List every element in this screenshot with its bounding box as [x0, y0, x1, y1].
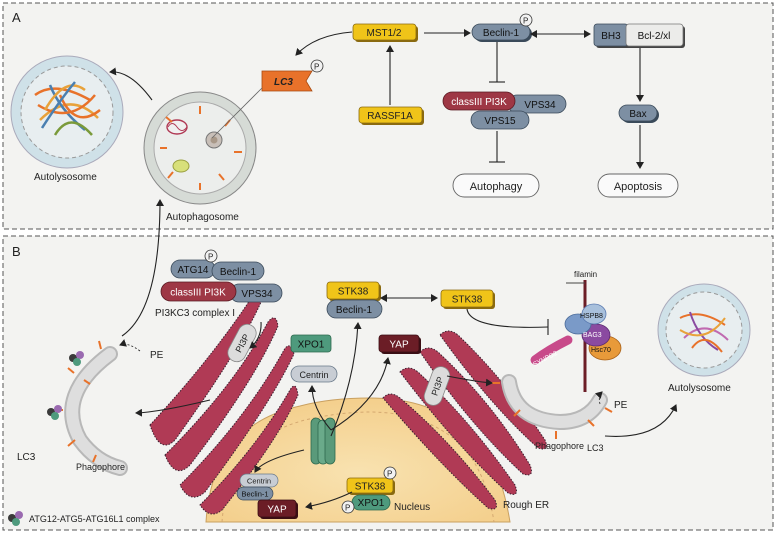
pi3p-right: PI3P — [423, 366, 451, 406]
phospho-icon — [341, 500, 355, 514]
lc3-left: LC3 — [17, 452, 36, 463]
autolysosome-b — [657, 283, 751, 377]
lc3-right: LC3 — [587, 443, 604, 453]
atg-legend-icon — [8, 511, 23, 526]
rassf-label: RASSF1A — [367, 111, 413, 122]
autophagy-label: Autophagy — [470, 181, 523, 193]
centrin-nuc-label: Centrin — [247, 477, 271, 486]
phospho-icon — [519, 13, 533, 27]
autophagosome-label: Autophagosome — [166, 212, 239, 223]
stk38-right-label: STK38 — [452, 295, 483, 306]
svg-text:P: P — [523, 17, 528, 26]
svg-text:P: P — [208, 253, 213, 262]
svg-text:P: P — [314, 63, 319, 72]
autolysosome-a — [10, 55, 124, 169]
panel-b-letter: B — [12, 244, 21, 259]
xpo1-nuc-label: XPO1 — [358, 498, 385, 509]
yap-node — [378, 334, 420, 353]
stk38-center-label: STK38 — [338, 287, 369, 298]
autophagy-outcome — [452, 173, 540, 198]
panel-a-letter: A — [12, 10, 21, 25]
bax-node — [618, 104, 658, 122]
chaperone-complex — [530, 280, 622, 392]
mst-node — [352, 23, 417, 41]
bcl-label: Bcl-2/xl — [638, 31, 671, 42]
atg-complex-left — [47, 351, 84, 420]
svg-text:P: P — [387, 470, 392, 479]
bag3-label: BAG3 — [583, 332, 602, 339]
phospho-icon — [383, 466, 397, 480]
lc3-flag: LC3 P — [261, 59, 324, 92]
bax-label: Bax — [629, 109, 646, 120]
centrin-label: Centrin — [299, 370, 328, 380]
pi3k-b-label: classIII PI3K — [170, 288, 226, 299]
pi3k-b-node — [160, 281, 237, 302]
stk38-nuc-node — [346, 477, 394, 494]
bcl-node — [625, 23, 684, 47]
nuclear-pore — [310, 417, 336, 465]
autophagosome — [143, 91, 257, 205]
autolysosome-b-label: Autolysosome — [668, 383, 731, 394]
rassf-node — [358, 106, 423, 124]
vps34-b-label: VPS34 — [241, 289, 273, 300]
rough-er-label: Rough ER — [503, 500, 549, 511]
complex1-label: PI3KC3 complex I — [155, 308, 235, 319]
phagophore-right-label: Phagophore — [535, 441, 584, 451]
stk38-center-node — [326, 281, 380, 300]
stk38-nuc-label: STK38 — [355, 482, 386, 493]
beclin-b1-label: Beclin-1 — [220, 267, 257, 278]
panel-a-arrows — [109, 29, 644, 169]
phospho-icon — [204, 249, 218, 263]
yap-nuc-label: YAP — [267, 505, 287, 516]
hspb8-label: HSPB8 — [580, 313, 603, 320]
xpo1-label: XPO1 — [298, 340, 325, 351]
atg-legend-label: ATG12-ATG5-ATG16L1 complex — [29, 514, 160, 524]
pi3k-node — [442, 91, 516, 111]
pe-right: PE — [614, 400, 628, 411]
beclin-b2-label: Beclin-1 — [336, 305, 373, 316]
beclin-label: Beclin-1 — [483, 28, 520, 39]
beclin-nuc-label: Beclin-1 — [241, 490, 268, 499]
filamin-label: filamin — [574, 270, 597, 279]
atg14-label: ATG14 — [178, 265, 209, 276]
yap-label: YAP — [389, 340, 409, 351]
beclin-nuc-node — [236, 486, 274, 501]
pe-left: PE — [150, 350, 164, 361]
nucleus-label: Nucleus — [394, 502, 430, 513]
panel-b-arrows — [119, 199, 678, 510]
svg-text:P: P — [345, 504, 350, 513]
vps15-label: VPS15 — [484, 116, 516, 127]
apoptosis-label: Apoptosis — [614, 181, 663, 193]
pi3k-label: classIII PI3K — [451, 97, 507, 108]
hsc70-label: Hsc70 — [591, 347, 611, 354]
bh3-label: BH3 — [601, 31, 621, 42]
stk38-right-node — [440, 289, 494, 308]
beclin-b1-node — [211, 261, 265, 281]
autolysosome-a-label: Autolysosome — [34, 172, 97, 183]
vps34-label: VPS34 — [524, 100, 556, 111]
vps15-node — [470, 110, 530, 130]
apoptosis-outcome — [597, 173, 679, 198]
lc3-flag-label: LC3 — [274, 77, 293, 88]
centrin-node — [290, 365, 338, 383]
phospho-icon — [310, 59, 324, 73]
xpo1-node — [290, 334, 332, 353]
phagophore-left-label: Phagophore — [76, 462, 125, 472]
beclin-b2-node — [326, 299, 383, 319]
yap-nuc-node — [257, 499, 297, 518]
mst-label: MST1/2 — [366, 28, 401, 39]
